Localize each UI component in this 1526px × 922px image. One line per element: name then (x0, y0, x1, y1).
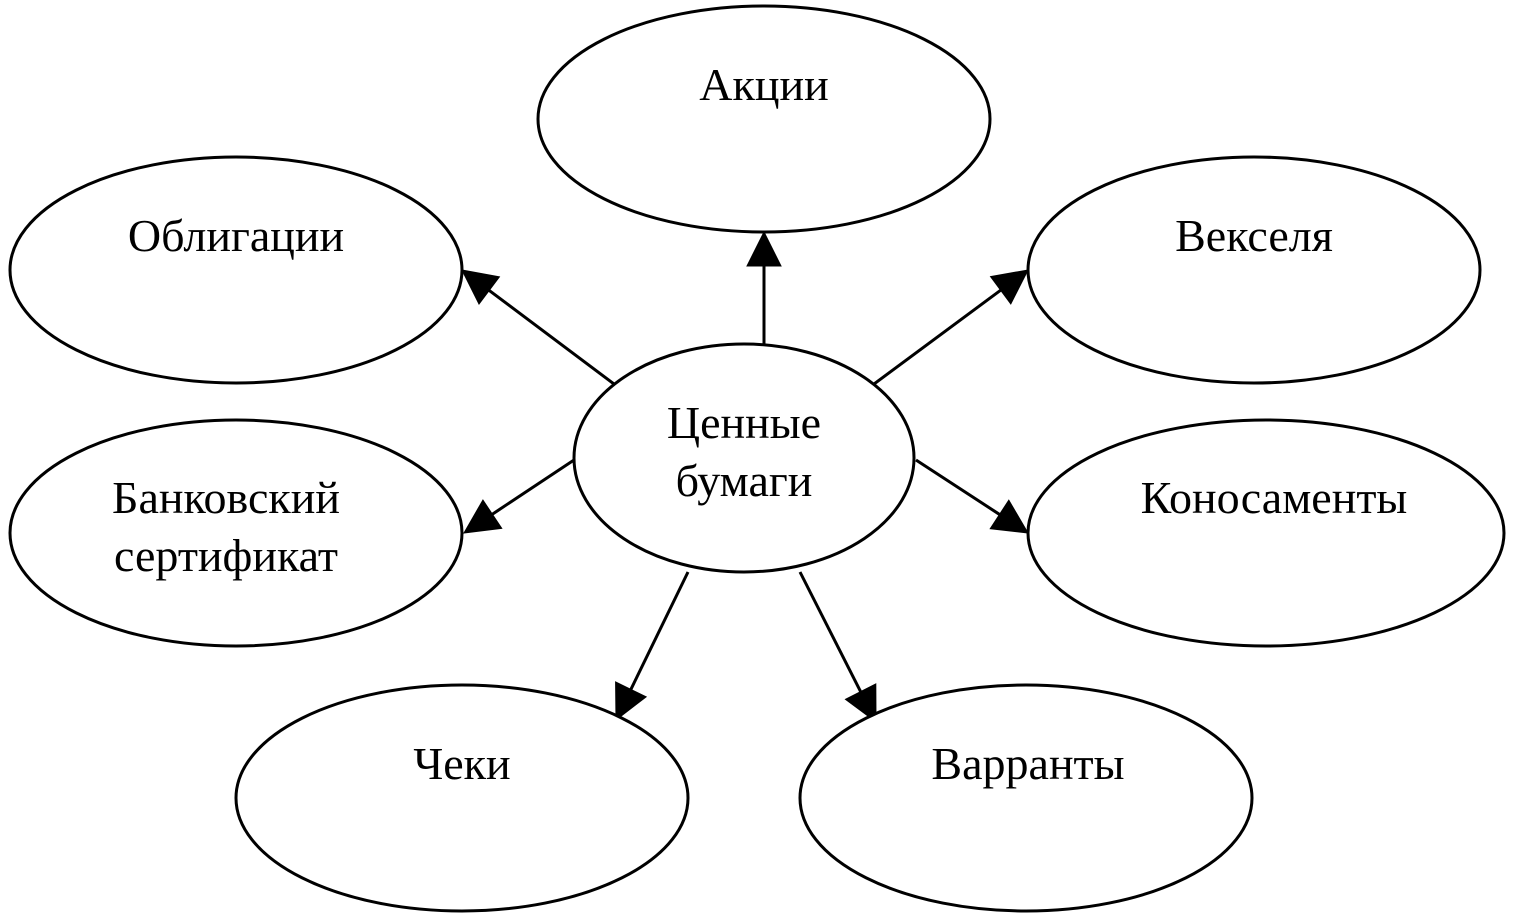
node-label-aktsii-line-0: Акции (699, 59, 828, 110)
edge-center-to-obligatsii (461, 269, 615, 386)
edge-line-bankovsky (491, 458, 575, 516)
node-label-varranty-line-0: Варранты (931, 738, 1124, 789)
node-label-cheki-line-0: Чеки (413, 738, 510, 789)
node-ellipse-bankovsky (8, 418, 464, 648)
node-ellipse-aktsii (536, 4, 992, 234)
edge-center-to-varranty (798, 571, 877, 723)
edge-line-konosamenty (915, 458, 1001, 516)
node-label-bankovsky-line-0: Банковский (112, 472, 340, 523)
node-vekselya: Векселя (1026, 155, 1482, 385)
arrow-head-icon-vekselya (989, 269, 1029, 305)
edge-line-varranty (798, 571, 862, 693)
node-varranty: Варранты (798, 683, 1254, 913)
node-ellipse-center (572, 342, 916, 574)
node-label-bankovsky-line-1: сертификат (114, 530, 338, 581)
arrow-head-icon-konosamenty (989, 499, 1029, 534)
edge-center-to-vekselya (873, 269, 1029, 386)
arrow-head-icon-varranty (844, 683, 877, 723)
edges (461, 230, 1029, 723)
node-label-obligatsii-line-0: Облигации (128, 210, 344, 261)
node-ellipse-vekselya (1026, 155, 1482, 385)
node-ellipse-varranty (798, 683, 1254, 913)
edge-line-vekselya (873, 289, 1002, 386)
node-konosamenty: Коносаменты (1026, 418, 1506, 648)
edge-center-to-bankovsky (463, 458, 575, 534)
arrow-head-icon-obligatsii (461, 269, 501, 305)
arrow-head-icon-cheki (615, 681, 648, 722)
arrow-head-icon-aktsii (746, 230, 782, 267)
node-aktsii: Акции (536, 4, 992, 234)
node-label-center-line-0: Ценные (667, 397, 821, 448)
node-ellipse-obligatsii (8, 155, 464, 385)
edge-center-to-aktsii (746, 230, 782, 346)
node-center: Ценные бумаги (572, 342, 916, 574)
node-label-center-line-1: бумаги (676, 455, 813, 506)
edge-center-to-cheki (615, 571, 690, 722)
edge-center-to-konosamenty (915, 458, 1029, 534)
edge-line-cheki (629, 571, 690, 691)
node-label-konosamenty-line-0: Коносаменты (1141, 472, 1408, 523)
node-ellipse-konosamenty (1026, 418, 1506, 648)
node-ellipse-cheki (234, 683, 690, 913)
node-bankovsky: Банковский сертификат (8, 418, 464, 648)
node-label-vekselya-line-0: Векселя (1175, 210, 1333, 261)
node-cheki: Чеки (234, 683, 690, 913)
node-obligatsii: Облигации (8, 155, 464, 385)
edge-line-obligatsii (488, 289, 615, 386)
arrow-head-icon-bankovsky (463, 499, 503, 534)
